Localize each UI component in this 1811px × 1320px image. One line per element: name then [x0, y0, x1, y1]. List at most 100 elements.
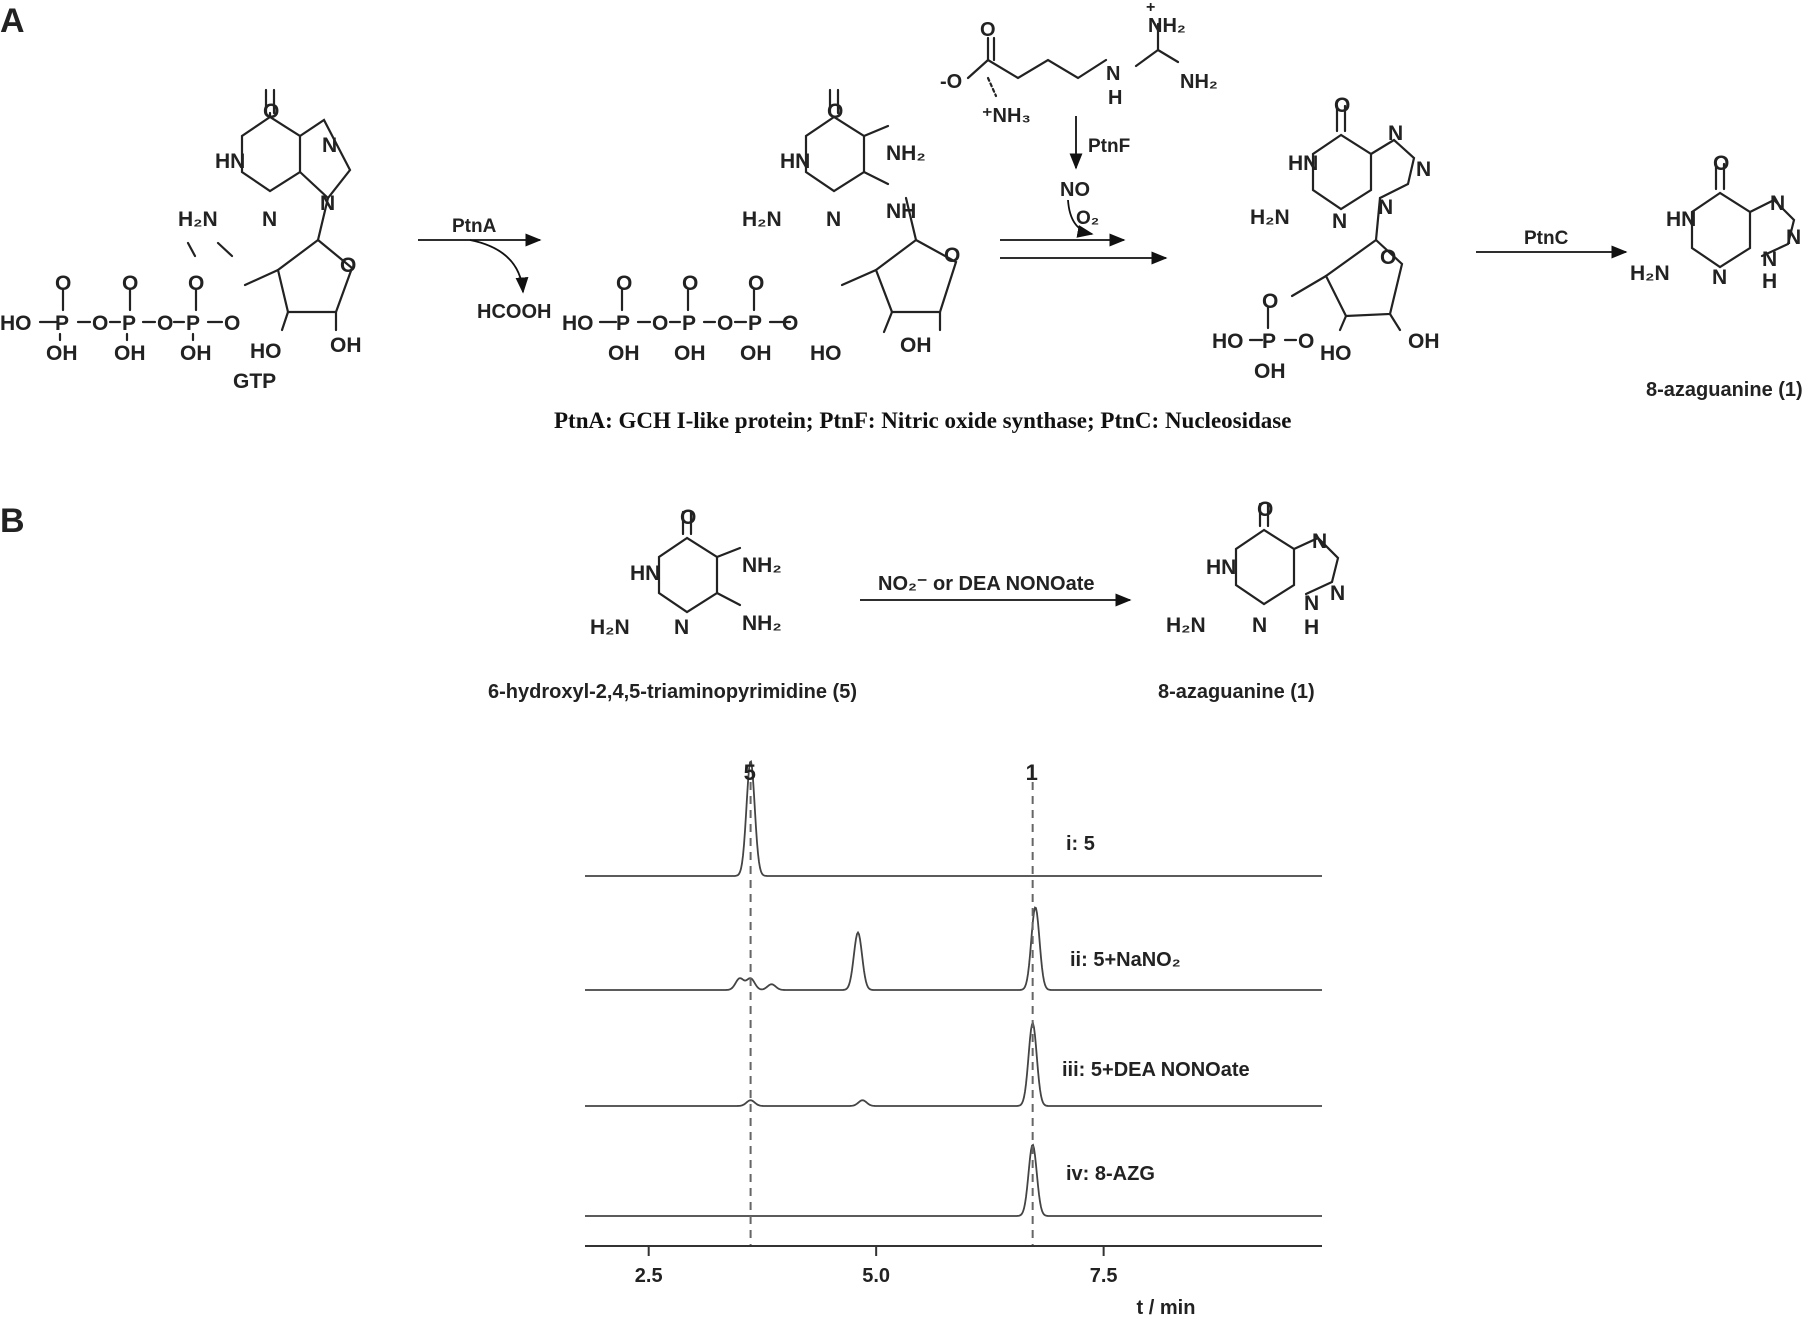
intermediate-diaminopyrimidine: O HN H₂N N NH₂ NH O HO OH HO P O P O P O…: [562, 88, 960, 365]
arg-n: N: [1106, 63, 1120, 85]
x-axis-label: t / min: [1137, 1297, 1196, 1319]
gtp-oh1: OH: [46, 342, 78, 365]
aza-a-h9: H: [1762, 270, 1777, 293]
tap-o: O: [680, 506, 696, 529]
no-label: NO: [1060, 179, 1090, 201]
azgmp-h2n: H₂N: [1250, 206, 1290, 229]
int-nh: NH: [886, 200, 916, 223]
int-p1: P: [616, 312, 630, 335]
reaction-b-reagent: NO₂⁻ or DEA NONOate: [878, 573, 1095, 595]
int-o1: O: [652, 312, 668, 335]
gtp-ho-p: HO: [0, 312, 32, 335]
gtp-n3: N: [262, 208, 277, 231]
reference-label-1: 1: [1026, 760, 1038, 785]
ptnf-label: PtnF: [1088, 136, 1130, 157]
trace-label-4: iv: 8-AZG: [1066, 1163, 1155, 1185]
azgmp-n7: N: [1388, 122, 1403, 145]
trace-2: [585, 906, 1322, 991]
tap-nh2-4: NH₂: [742, 612, 782, 635]
gtp-o1: O: [92, 312, 108, 335]
tap-nh2-5: NH₂: [742, 554, 782, 577]
gtp-ho: HO: [250, 340, 282, 363]
int-ring-o: O: [944, 244, 960, 267]
gtp-hn: HN: [215, 150, 245, 173]
tap-h2n: H₂N: [590, 616, 630, 639]
trace-label-3: iii: 5+DEA NONOate: [1062, 1059, 1250, 1081]
gtp-structure: O HN H₂N N N N O HO OH HO P O P O P O O …: [0, 88, 362, 393]
arg-nh2: NH₂: [1180, 71, 1218, 93]
aza-a-n8: N: [1786, 226, 1801, 249]
arg-o-minus: -O: [940, 71, 962, 93]
ptnc-label: PtnC: [1524, 228, 1569, 249]
aza-b-name: 8-azaguanine (1): [1158, 681, 1315, 703]
arg-h: H: [1108, 87, 1122, 109]
gtp-oh2: OH: [114, 342, 146, 365]
gtp-h2n: H₂N: [178, 208, 218, 231]
aza-a-hn: HN: [1666, 208, 1696, 231]
hcooh-curved-arrow: [469, 239, 529, 294]
tap-n: N: [674, 616, 689, 639]
trace-4: [585, 1143, 1322, 1217]
tap-hn: HN: [630, 562, 660, 585]
panel-label-b: B: [0, 502, 25, 540]
aza-b-hn: HN: [1206, 556, 1236, 579]
azgmp-n9: N: [1378, 196, 1393, 219]
tap-name: 6-hydroxyl-2,4,5-triaminopyrimidine (5): [488, 681, 857, 703]
int-o2: O: [717, 312, 733, 335]
azaguanosine-monophosphate: O HN H₂N N N N N O HO OH HO P O O OH: [1212, 94, 1440, 383]
aza-a-n9: N: [1762, 248, 1777, 271]
azgmp-ring-o: O: [1380, 246, 1396, 269]
int-h2n: H₂N: [742, 208, 782, 231]
aza-a-h2n: H₂N: [1630, 262, 1670, 285]
x-tick-label-1: 5.0: [862, 1265, 890, 1287]
azgmp-po: O: [1262, 290, 1278, 313]
gtp-ring-o: O: [340, 254, 356, 277]
aza-b-h9: H: [1304, 616, 1319, 639]
arg-o: O: [980, 19, 996, 41]
gtp-oh3: OH: [180, 342, 212, 365]
azaguanine-product-b: O HN H₂N N N N N H 8-azaguanine (1): [1158, 498, 1345, 703]
aza-a-o: O: [1713, 152, 1729, 175]
int-o: O: [827, 100, 843, 123]
int-oh: OH: [900, 334, 932, 357]
azgmp-p: P: [1262, 330, 1276, 353]
int-ho-p: HO: [562, 312, 594, 335]
int-oh2: OH: [674, 342, 706, 365]
gtp-po1: O: [55, 272, 71, 295]
aza-a-n7: N: [1770, 192, 1785, 215]
azgmp-n3: N: [1332, 210, 1347, 233]
azaguanine-product-a: O HN H₂N N N N N H 8-azaguanine (1): [1630, 152, 1803, 401]
aza-b-h2n: H₂N: [1166, 614, 1206, 637]
trace-3: [585, 1021, 1322, 1107]
azgmp-oh: OH: [1408, 330, 1440, 353]
azgmp-hn: HN: [1288, 152, 1318, 175]
panel-label-a: A: [0, 2, 25, 40]
int-ho: HO: [810, 342, 842, 365]
no-curved-arrow: [1067, 199, 1094, 238]
gtp-p2: P: [122, 312, 136, 335]
azgmp-ho: HO: [1320, 342, 1352, 365]
gtp-po3: O: [188, 272, 204, 295]
azgmp-ho-p: HO: [1212, 330, 1244, 353]
aza-b-n7: N: [1312, 530, 1327, 553]
trace-label-1: i: 5: [1066, 833, 1095, 855]
int-po2: O: [682, 272, 698, 295]
azgmp-n8: N: [1416, 158, 1431, 181]
int-n: N: [826, 208, 841, 231]
aza-a-name: 8-azaguanine (1): [1646, 379, 1803, 401]
arginine-structure: O -O ⁺NH₃ N H NH₂ + NH₂: [940, 0, 1218, 127]
triaminopyrimidine-structure: O HN H₂N N NH₂ NH₂ 6-hydroxyl-2,4,5-tria…: [488, 506, 857, 703]
gtp-name: GTP: [233, 370, 276, 393]
azgmp-oh-p: OH: [1254, 360, 1286, 383]
gtp-o2: O: [157, 312, 173, 335]
aza-b-n3: N: [1252, 614, 1267, 637]
aza-b-o: O: [1257, 498, 1273, 521]
hcooh-label: HCOOH: [477, 301, 551, 323]
arg-nh3: ⁺NH₃: [982, 105, 1031, 127]
aza-b-n8: N: [1330, 582, 1345, 605]
aza-b-n9: N: [1304, 592, 1319, 615]
int-oh3: OH: [740, 342, 772, 365]
x-tick-label-2: 7.5: [1090, 1265, 1118, 1287]
gtp-o: O: [263, 100, 279, 123]
